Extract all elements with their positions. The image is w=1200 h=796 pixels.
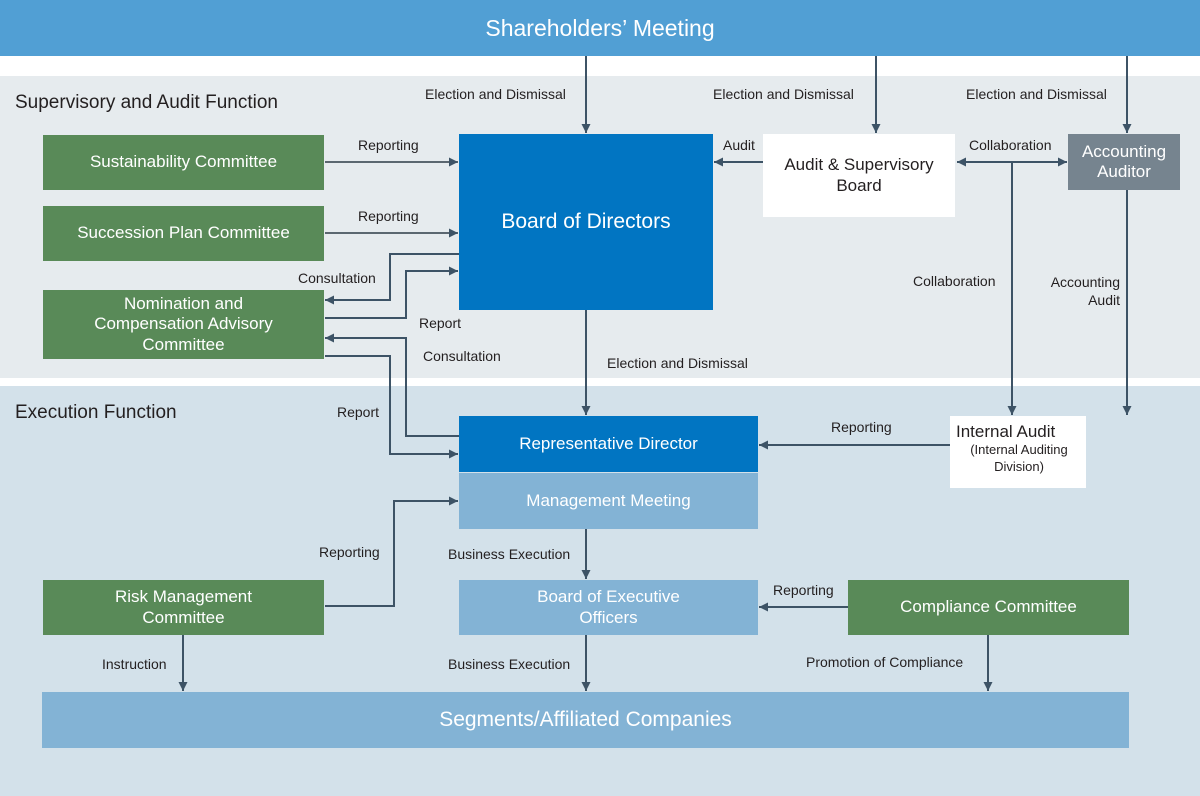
label-instruction: Instruction	[102, 656, 167, 672]
label-collaboration-h: Collaboration	[969, 137, 1052, 153]
label-accounting-audit: Accounting Audit	[1050, 274, 1120, 309]
label-promotion-compliance: Promotion of Compliance	[806, 654, 964, 670]
label-election-2: Election and Dismissal	[713, 86, 854, 102]
succession-plan-committee: Succession Plan Committee	[43, 206, 324, 261]
internal-audit: Internal Audit (Internal Auditing Divisi…	[950, 416, 1086, 488]
representative-director: Representative Director	[459, 416, 758, 472]
label-election-4: Election and Dismissal	[607, 355, 748, 371]
label-business-execution-2: Business Execution	[448, 656, 571, 672]
label-reporting-sustainability: Reporting	[358, 137, 419, 153]
nomination-committee: Nomination and Compensation Advisory Com…	[43, 290, 324, 359]
label-reporting-risk: Reporting	[319, 544, 380, 560]
internal-audit-title: Internal Audit	[956, 422, 1056, 441]
label-consultation-2: Consultation	[423, 348, 501, 364]
management-meeting: Management Meeting	[459, 473, 758, 529]
segments-affiliated-companies: Segments/Affiliated Companies	[42, 692, 1129, 748]
sustainability-committee: Sustainability Committee	[43, 135, 324, 190]
compliance-committee: Compliance Committee	[848, 580, 1129, 635]
label-business-execution-1: Business Execution	[448, 546, 571, 562]
internal-audit-subtitle: (Internal Auditing Division)	[970, 442, 1068, 474]
accounting-auditor: Accounting Auditor	[1068, 134, 1180, 190]
label-election-1: Election and Dismissal	[425, 86, 566, 102]
shareholders-meeting-label: Shareholders’ Meeting	[485, 14, 715, 41]
label-consultation-1: Consultation	[298, 270, 376, 286]
board-of-directors: Board of Directors	[459, 134, 713, 310]
label-reporting-succession: Reporting	[358, 208, 419, 224]
label-report-1: Report	[419, 315, 462, 331]
label-collaboration-v: Collaboration	[913, 273, 996, 289]
label-reporting-compliance: Reporting	[773, 582, 834, 598]
supervisory-zone-title: Supervisory and Audit Function	[15, 92, 278, 113]
label-election-3: Election and Dismissal	[966, 86, 1107, 102]
risk-management-committee: Risk Management Committee	[43, 580, 324, 635]
audit-supervisory-board: Audit & Supervisory Board	[763, 134, 955, 217]
board-of-executive-officers: Board of Executive Officers	[459, 580, 758, 635]
shareholders-meeting: Shareholders’ Meeting	[0, 0, 1200, 56]
label-report-2: Report	[337, 404, 380, 420]
label-audit: Audit	[723, 137, 755, 153]
label-reporting-internal: Reporting	[831, 419, 892, 435]
execution-zone-title: Execution Function	[15, 402, 177, 423]
